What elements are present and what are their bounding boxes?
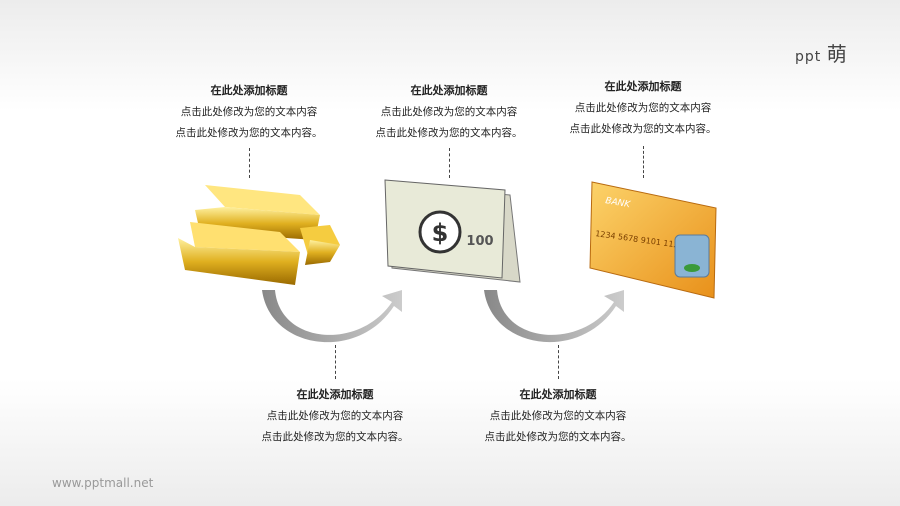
block-desc-2: 点击此处修改为您的文本内容。 [569, 123, 717, 135]
logo-text: ppt [795, 49, 822, 65]
text-block-3: 在此处添加标题点击此处修改为您的文本内容点击此处修改为您的文本内容。 [533, 76, 753, 140]
logo: ppt 萌 [795, 38, 848, 67]
block-title: 在此处添加标题 [519, 388, 597, 401]
connector-line [335, 345, 336, 379]
block-desc-1: 点击此处修改为您的文本内容 [489, 410, 627, 422]
block-desc-2: 点击此处修改为您的文本内容。 [375, 127, 523, 139]
text-block-1: 在此处添加标题点击此处修改为您的文本内容点击此处修改为您的文本内容。 [139, 80, 359, 144]
block-title: 在此处添加标题 [296, 388, 374, 401]
curved-arrow-icon [262, 290, 402, 343]
connector-line [643, 146, 644, 178]
text-block-5: 在此处添加标题点击此处修改为您的文本内容点击此处修改为您的文本内容。 [448, 384, 668, 448]
logo-glyph: 萌 [826, 42, 848, 66]
connector-line [249, 148, 250, 178]
block-title: 在此处添加标题 [604, 80, 682, 93]
gold-bars-icon [178, 185, 340, 285]
connector-line [558, 345, 559, 379]
connector-line [449, 148, 450, 178]
block-desc-1: 点击此处修改为您的文本内容 [574, 102, 712, 114]
bank-card-icon: BANK 1234 5678 9101 1121 [589, 181, 717, 299]
block-title: 在此处添加标题 [410, 84, 488, 97]
block-desc-2: 点击此处修改为您的文本内容。 [484, 431, 632, 443]
dollar-sign: $ [432, 219, 449, 247]
block-desc-2: 点击此处修改为您的文本内容。 [261, 431, 409, 443]
curved-arrow-icon [484, 290, 624, 343]
text-block-4: 在此处添加标题点击此处修改为您的文本内容点击此处修改为您的文本内容。 [225, 384, 445, 448]
block-desc-2: 点击此处修改为您的文本内容。 [175, 127, 323, 139]
block-desc-1: 点击此处修改为您的文本内容 [266, 410, 404, 422]
text-block-2: 在此处添加标题点击此处修改为您的文本内容点击此处修改为您的文本内容。 [339, 80, 559, 144]
money-stack-icon: $ 100 [384, 179, 521, 283]
block-desc-1: 点击此处修改为您的文本内容 [180, 106, 318, 118]
block-desc-1: 点击此处修改为您的文本内容 [380, 106, 518, 118]
block-title: 在此处添加标题 [210, 84, 288, 97]
bill-value: 100 [466, 234, 493, 249]
card-bank: BANK [604, 196, 631, 210]
footer-url: www.pptmall.net [52, 476, 154, 490]
